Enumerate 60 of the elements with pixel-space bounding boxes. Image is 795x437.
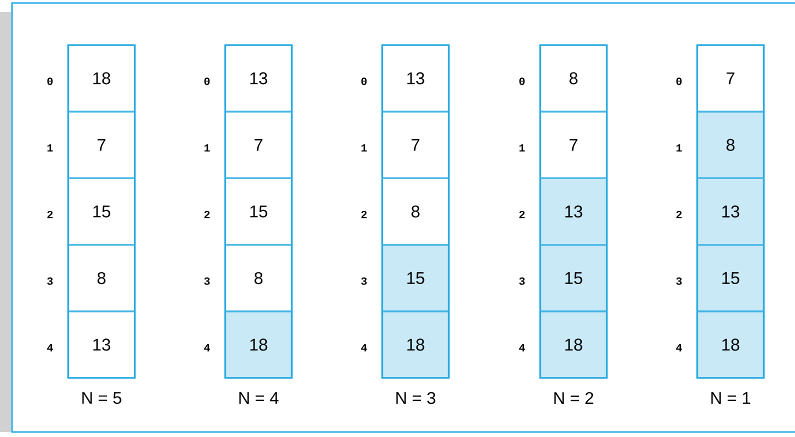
index-label: 1 xyxy=(47,144,53,152)
index-label: 0 xyxy=(676,78,682,86)
caption-label: N = 3 xyxy=(396,392,436,404)
index-label: 1 xyxy=(361,144,367,152)
array-cell: 8 xyxy=(382,178,449,245)
caption-label: N = 5 xyxy=(82,392,122,404)
array-cell: 15 xyxy=(68,178,135,245)
array-cell: 8 xyxy=(540,45,607,112)
array-cell: 15 xyxy=(382,244,449,312)
index-label: 1 xyxy=(519,144,525,152)
index-label: 4 xyxy=(204,344,210,352)
caption-label: N = 1 xyxy=(711,392,750,404)
array-cell: 8 xyxy=(225,244,292,312)
caption-label: N = 4 xyxy=(239,392,279,404)
array-cell: 8 xyxy=(697,112,764,178)
array-cell: 13 xyxy=(697,178,764,245)
index-label: 2 xyxy=(361,210,367,218)
array-cell: 7 xyxy=(68,112,135,178)
index-label: 4 xyxy=(676,344,682,352)
index-label: 0 xyxy=(519,78,525,86)
array-column xyxy=(67,44,136,379)
index-label: 3 xyxy=(676,277,682,285)
index-label: 4 xyxy=(519,344,525,352)
array-cell: 15 xyxy=(540,244,607,312)
array-cell: 7 xyxy=(540,112,607,178)
array-cell: 13 xyxy=(540,178,607,245)
index-label: 2 xyxy=(204,210,210,218)
index-label: 1 xyxy=(676,144,682,152)
array-cell: 18 xyxy=(225,311,292,378)
index-label: 0 xyxy=(47,78,53,86)
index-label: 4 xyxy=(47,344,53,352)
array-column xyxy=(224,44,293,379)
index-label: 3 xyxy=(361,277,367,285)
index-label: 0 xyxy=(204,78,210,86)
caption-label: N = 2 xyxy=(554,392,594,404)
array-cell: 7 xyxy=(382,112,449,178)
index-label: 2 xyxy=(676,210,682,218)
index-label: 3 xyxy=(204,277,210,285)
index-label: 4 xyxy=(361,344,367,352)
array-cell: 18 xyxy=(540,311,607,378)
array-cell: 8 xyxy=(68,244,135,312)
array-cell: 18 xyxy=(68,45,135,112)
index-label: 3 xyxy=(47,277,53,285)
array-cell: 18 xyxy=(697,311,764,378)
array-cell: 7 xyxy=(697,45,764,112)
array-cell: 15 xyxy=(697,244,764,312)
array-column xyxy=(381,44,450,379)
index-label: 2 xyxy=(47,210,53,218)
array-cell: 13 xyxy=(68,311,135,378)
index-label: 1 xyxy=(204,144,210,152)
array-cell: 13 xyxy=(382,45,449,112)
array-column xyxy=(539,44,608,379)
array-column xyxy=(696,44,765,379)
array-cell: 18 xyxy=(382,311,449,378)
index-label: 2 xyxy=(519,210,525,218)
array-cell: 13 xyxy=(225,45,292,112)
index-label: 3 xyxy=(519,277,525,285)
array-cell: 7 xyxy=(225,112,292,178)
array-cell: 15 xyxy=(225,178,292,245)
index-label: 0 xyxy=(361,78,367,86)
